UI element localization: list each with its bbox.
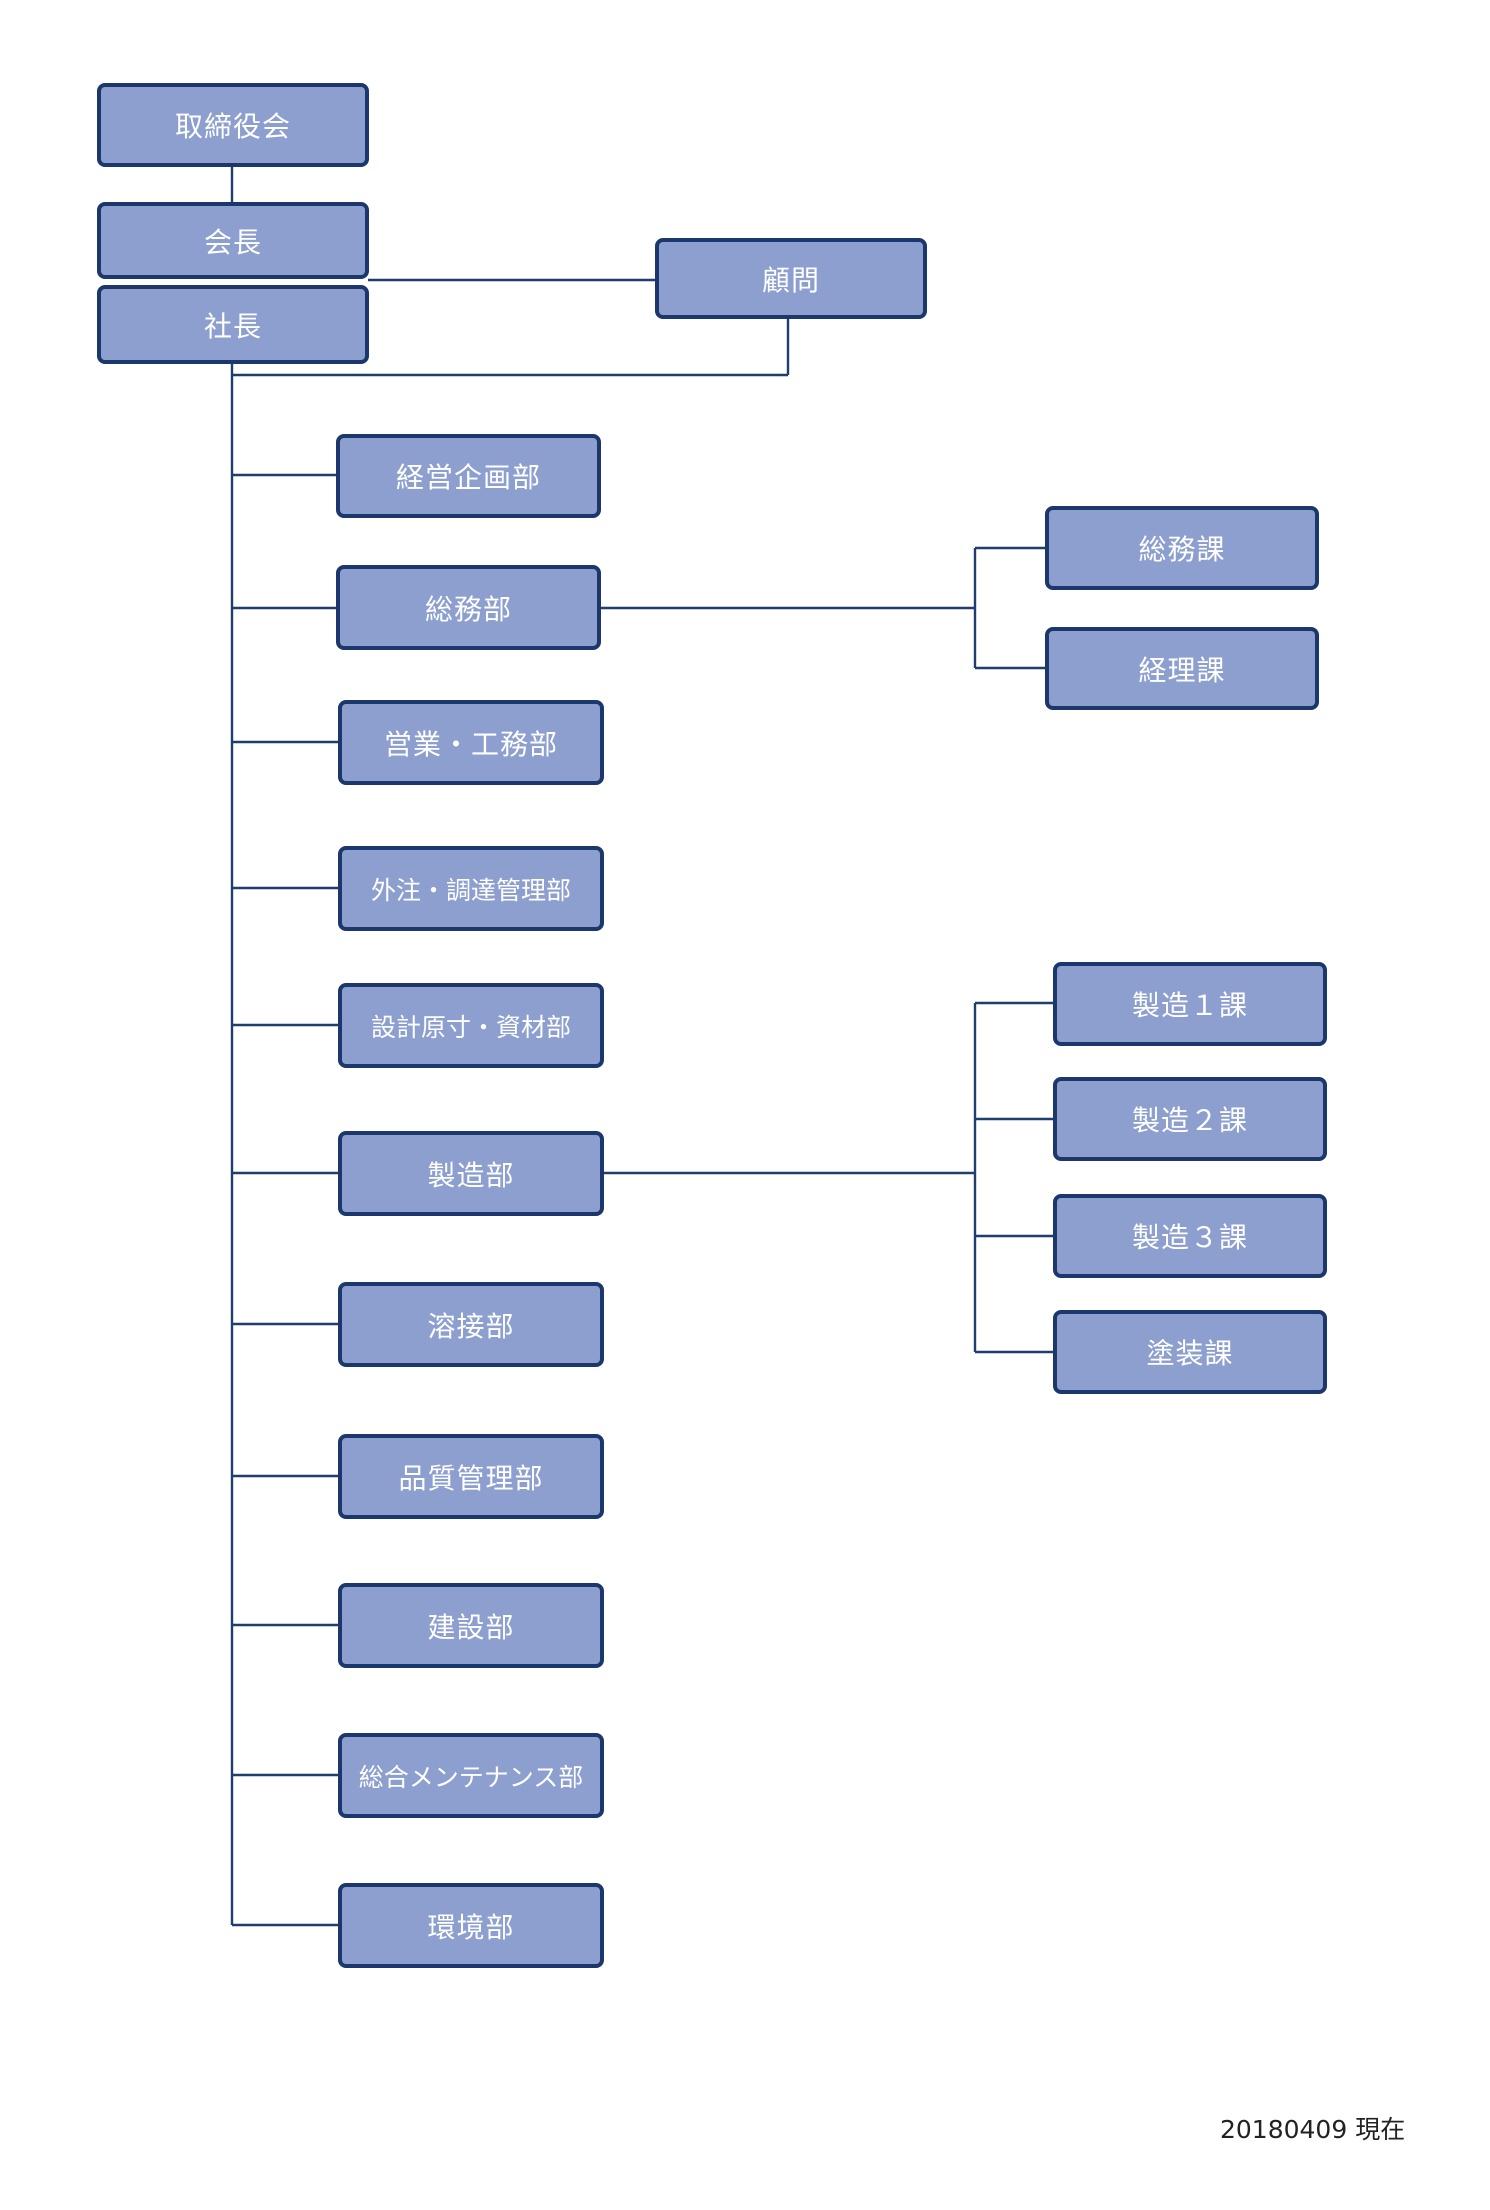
- section-painting: 塗装課: [1053, 1310, 1327, 1394]
- department-environment: 環境部: [338, 1883, 604, 1968]
- department-design-materials: 設計原寸・資材部: [338, 983, 604, 1068]
- advisor-box: 顧問: [655, 238, 927, 319]
- as-of-date: 20180409 現在: [1220, 2115, 1406, 2144]
- department-sales-construction: 営業・工務部: [338, 700, 604, 785]
- president-box: 社長: [97, 285, 369, 364]
- department-outsourcing-procurement: 外注・調達管理部: [338, 846, 604, 931]
- department-management-planning: 経営企画部: [336, 434, 601, 518]
- section-manufacturing-1: 製造１課: [1053, 962, 1327, 1046]
- department-general-maintenance: 総合メンテナンス部: [338, 1733, 604, 1818]
- department-construction: 建設部: [338, 1583, 604, 1668]
- department-general-affairs: 総務部: [336, 565, 601, 650]
- section-accounting: 経理課: [1045, 627, 1319, 710]
- board-of-directors-box: 取締役会: [97, 83, 369, 167]
- section-manufacturing-3: 製造３課: [1053, 1194, 1327, 1278]
- chairman-box: 会長: [97, 202, 369, 279]
- department-welding: 溶接部: [338, 1282, 604, 1367]
- section-general-affairs: 総務課: [1045, 506, 1319, 590]
- department-quality-control: 品質管理部: [338, 1434, 604, 1519]
- section-manufacturing-2: 製造２課: [1053, 1077, 1327, 1161]
- department-manufacturing: 製造部: [338, 1131, 604, 1216]
